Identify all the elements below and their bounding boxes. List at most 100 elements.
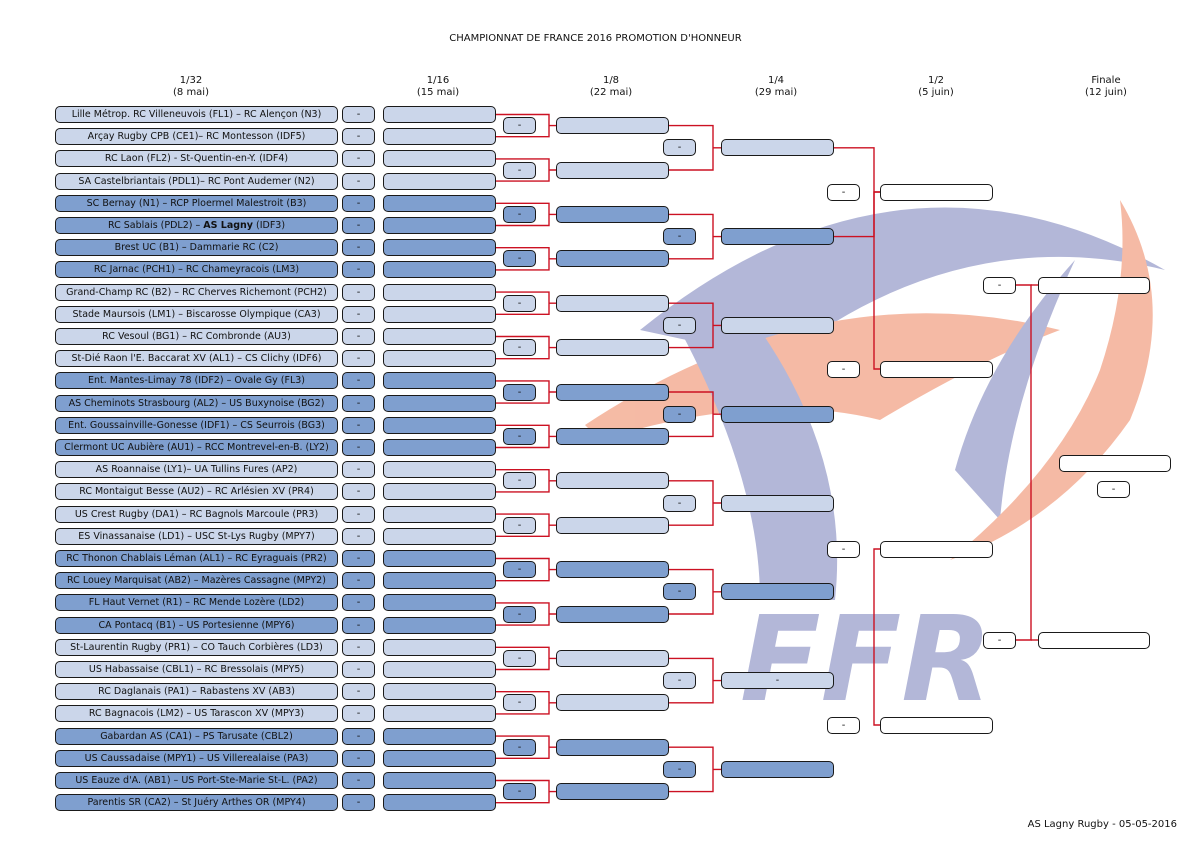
match-1-32-4[interactable]: SA Castelbriantais (PDL1)– RC Pont Audem… xyxy=(55,172,338,190)
score-1-32-23[interactable]: - xyxy=(342,594,375,612)
match-1-32-27[interactable]: RC Daglanais (PA1) – Rabastens XV (AB3) xyxy=(55,683,338,701)
match-1-32-2[interactable]: Arçay Rugby CPB (CE1)– RC Montesson (IDF… xyxy=(55,128,338,146)
winner-slot-1-8-1[interactable] xyxy=(556,117,669,135)
score-1-32-17[interactable]: - xyxy=(342,461,375,479)
score-1-32-1[interactable]: - xyxy=(342,106,375,123)
winner-slot-1-8-13[interactable] xyxy=(556,649,669,667)
score-1-16-5[interactable]: - xyxy=(503,294,536,312)
score-1-4-4[interactable]: - xyxy=(827,716,860,734)
winner-slot-1-4-8[interactable] xyxy=(721,760,834,778)
winner-slot-1-8-6[interactable] xyxy=(556,339,669,357)
match-1-32-8[interactable]: RC Jarnac (PCH1) – RC Chameyracois (LM3) xyxy=(55,261,338,279)
score-1-16-11[interactable]: - xyxy=(503,561,536,579)
winner-slot-1-2-2[interactable] xyxy=(880,360,993,378)
winner-slot-1-16-28[interactable] xyxy=(383,705,496,723)
match-1-32-10[interactable]: Stade Maursois (LM1) – Biscarosse Olympi… xyxy=(55,305,338,323)
score-1-8-4[interactable]: - xyxy=(663,405,696,423)
score-1-32-12[interactable]: - xyxy=(342,350,375,368)
winner-slot-1-16-15[interactable] xyxy=(383,416,496,434)
winner-slot-1-16-27[interactable] xyxy=(383,683,496,701)
score-1-32-25[interactable]: - xyxy=(342,638,375,656)
score-1-4-2[interactable]: - xyxy=(827,360,860,378)
match-1-32-24[interactable]: CA Pontacq (B1) – US Portesienne (MPY6) xyxy=(55,616,338,634)
winner-slot-1-16-18[interactable] xyxy=(383,483,496,501)
match-1-32-30[interactable]: US Caussadaise (MPY1) – US Villerealaise… xyxy=(55,749,338,767)
winner-slot-1-16-14[interactable] xyxy=(383,394,496,412)
winner-slot-1-16-13[interactable] xyxy=(383,372,496,390)
champion-slot[interactable] xyxy=(1059,454,1171,472)
score-1-16-3[interactable]: - xyxy=(503,205,536,223)
score-1-4-3[interactable]: - xyxy=(827,540,860,558)
winner-slot-1-16-5[interactable] xyxy=(383,194,496,212)
winner-slot-1-16-1[interactable] xyxy=(383,106,496,123)
score-1-16-13[interactable]: - xyxy=(503,649,536,667)
winner-slot-1-8-8[interactable] xyxy=(556,427,669,445)
winner-slot-1-4-5[interactable] xyxy=(721,494,834,512)
match-1-32-19[interactable]: US Crest Rugby (DA1) – RC Bagnols Marcou… xyxy=(55,505,338,523)
match-1-32-18[interactable]: RC Montaigut Besse (AU2) – RC Arlésien X… xyxy=(55,483,338,501)
score-1-16-10[interactable]: - xyxy=(503,516,536,534)
winner-slot-1-8-12[interactable] xyxy=(556,605,669,623)
winner-slot-1-16-29[interactable] xyxy=(383,727,496,745)
winner-slot-1-16-11[interactable] xyxy=(383,328,496,345)
score-1-32-29[interactable]: - xyxy=(342,727,375,745)
winner-slot-1-4-6[interactable] xyxy=(721,583,834,601)
score-1-32-28[interactable]: - xyxy=(342,705,375,723)
match-1-32-23[interactable]: FL Haut Vernet (R1) – RC Mende Lozère (L… xyxy=(55,594,338,612)
match-1-32-32[interactable]: Parentis SR (CA2) – St Juéry Arthes OR (… xyxy=(55,794,338,812)
match-1-32-25[interactable]: St-Laurentin Rugby (PR1) – CO Tauch Corb… xyxy=(55,638,338,656)
score-1-16-16[interactable]: - xyxy=(503,783,536,801)
match-1-32-12[interactable]: St-Dié Raon l'E. Baccarat XV (AL1) – CS … xyxy=(55,350,338,368)
score-1-8-7[interactable]: - xyxy=(663,672,696,690)
winner-slot-1-8-14[interactable] xyxy=(556,694,669,712)
winner-slot-1-4-7[interactable]: - xyxy=(721,672,834,690)
winner-slot-1-16-25[interactable] xyxy=(383,638,496,656)
score-1-32-24[interactable]: - xyxy=(342,616,375,634)
score-1-8-1[interactable]: - xyxy=(663,139,696,157)
score-1-32-4[interactable]: - xyxy=(342,172,375,190)
winner-slot-1-8-10[interactable] xyxy=(556,516,669,534)
winner-slot-1-16-10[interactable] xyxy=(383,305,496,323)
winner-slot-1-8-2[interactable] xyxy=(556,161,669,179)
score-1-2-2[interactable]: - xyxy=(983,631,1016,649)
score-1-32-20[interactable]: - xyxy=(342,527,375,545)
match-1-32-5[interactable]: SC Bernay (N1) – RCP Ploermel Malestroit… xyxy=(55,194,338,212)
score-1-32-10[interactable]: - xyxy=(342,305,375,323)
score-1-16-8[interactable]: - xyxy=(503,427,536,445)
score-1-32-21[interactable]: - xyxy=(342,550,375,567)
winner-slot-1-16-30[interactable] xyxy=(383,749,496,767)
winner-slot-1-16-3[interactable] xyxy=(383,150,496,168)
score-1-16-6[interactable]: - xyxy=(503,339,536,357)
score-1-16-14[interactable]: - xyxy=(503,694,536,712)
winner-slot-1-2-3[interactable] xyxy=(880,540,993,558)
winner-slot-1-16-24[interactable] xyxy=(383,616,496,634)
score-1-32-19[interactable]: - xyxy=(342,505,375,523)
score-1-32-7[interactable]: - xyxy=(342,239,375,257)
score-1-8-2[interactable]: - xyxy=(663,228,696,246)
score-1-32-6[interactable]: - xyxy=(342,217,375,234)
match-1-32-21[interactable]: RC Thonon Chablais Léman (AL1) – RC Eyra… xyxy=(55,550,338,567)
score-finale[interactable]: - xyxy=(1097,480,1130,498)
winner-slot-1-8-7[interactable] xyxy=(556,383,669,401)
score-1-8-6[interactable]: - xyxy=(663,583,696,601)
score-1-16-1[interactable]: - xyxy=(503,117,536,135)
match-1-32-9[interactable]: Grand-Champ RC (B2) – RC Cherves Richemo… xyxy=(55,283,338,301)
score-1-2-1[interactable]: - xyxy=(983,276,1016,294)
match-1-32-6[interactable]: RC Sablais (PDL2) – AS Lagny (IDF3) xyxy=(55,217,338,234)
match-1-32-15[interactable]: Ent. Goussainville-Gonesse (IDF1) – CS S… xyxy=(55,416,338,434)
winner-slot-1-8-5[interactable] xyxy=(556,294,669,312)
match-1-32-3[interactable]: RC Laon (FL2) - St-Quentin-en-Y. (IDF4) xyxy=(55,150,338,168)
winner-slot-1-4-2[interactable] xyxy=(721,228,834,246)
winner-slot-1-8-16[interactable] xyxy=(556,783,669,801)
score-1-32-2[interactable]: - xyxy=(342,128,375,146)
score-1-32-13[interactable]: - xyxy=(342,372,375,390)
score-1-32-8[interactable]: - xyxy=(342,261,375,279)
winner-slot-1-16-26[interactable] xyxy=(383,661,496,678)
score-1-32-16[interactable]: - xyxy=(342,439,375,456)
score-1-32-32[interactable]: - xyxy=(342,794,375,812)
score-1-32-3[interactable]: - xyxy=(342,150,375,168)
winner-slot-1-16-21[interactable] xyxy=(383,550,496,567)
winner-slot-1-4-3[interactable] xyxy=(721,316,834,334)
match-1-32-20[interactable]: ES Vinassanaise (LD1) – USC St-Lys Rugby… xyxy=(55,527,338,545)
score-1-8-3[interactable]: - xyxy=(663,316,696,334)
